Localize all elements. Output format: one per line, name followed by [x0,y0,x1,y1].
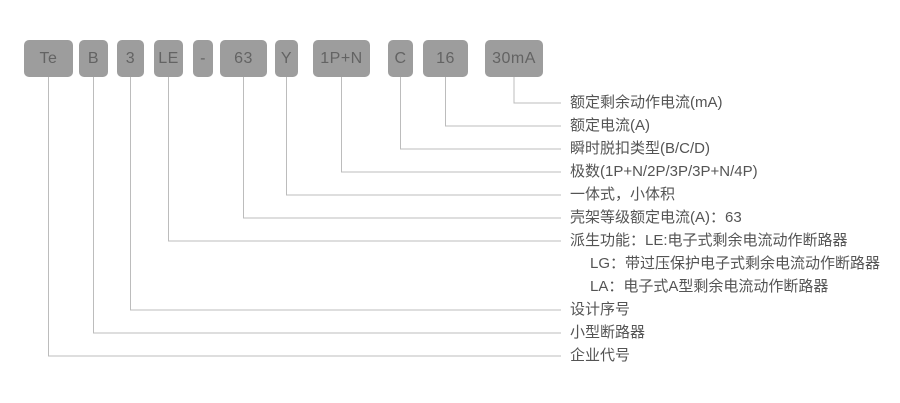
connector-b [93,77,561,334]
code-box-16: 16 [423,40,468,77]
code-box-y: Y [275,40,298,77]
connector-c [400,77,561,150]
sub-label-row: LG：带过压保护电子式剩余电流动作断路器 [590,255,881,272]
sub-label-row: LA：电子式A型剩余电流动作断路器 [590,278,829,295]
connector-te [48,77,561,357]
connector-1pn [341,77,561,173]
label-row: 额定剩余动作电流(mA) [570,94,723,111]
connector-30ma [513,77,561,104]
label-row: 小型断路器 [570,324,646,341]
code-box-c: C [388,40,413,77]
label-row: 派生功能：LE:电子式剩余电流动作断路器 [570,232,848,249]
code-box-3: 3 [117,40,144,77]
code-box-30ma: 30mA [485,40,543,77]
label-row: 壳架等级额定电流(A)：63 [570,209,742,226]
label-row: 企业代号 [570,347,631,364]
label-row: 极数(1P+N/2P/3P/3P+N/4P) [570,163,758,180]
connector-63 [243,77,561,219]
label-row: 设计序号 [570,301,631,318]
connector-16 [445,77,561,127]
label-row: 额定电流(A) [570,117,650,134]
connector-le [168,77,561,242]
code-box-1pn: 1P+N [313,40,370,77]
connector-3 [130,77,561,311]
code-box-b: B [79,40,108,77]
code-box-te: Te [24,40,73,77]
label-row: 一体式，小体积 [570,186,676,203]
connector-y [286,77,561,196]
code-box-63: 63 [220,40,267,77]
code-box-: - [193,40,213,77]
code-box-le: LE [154,40,183,77]
label-row: 瞬时脱扣类型(B/C/D) [570,140,710,157]
